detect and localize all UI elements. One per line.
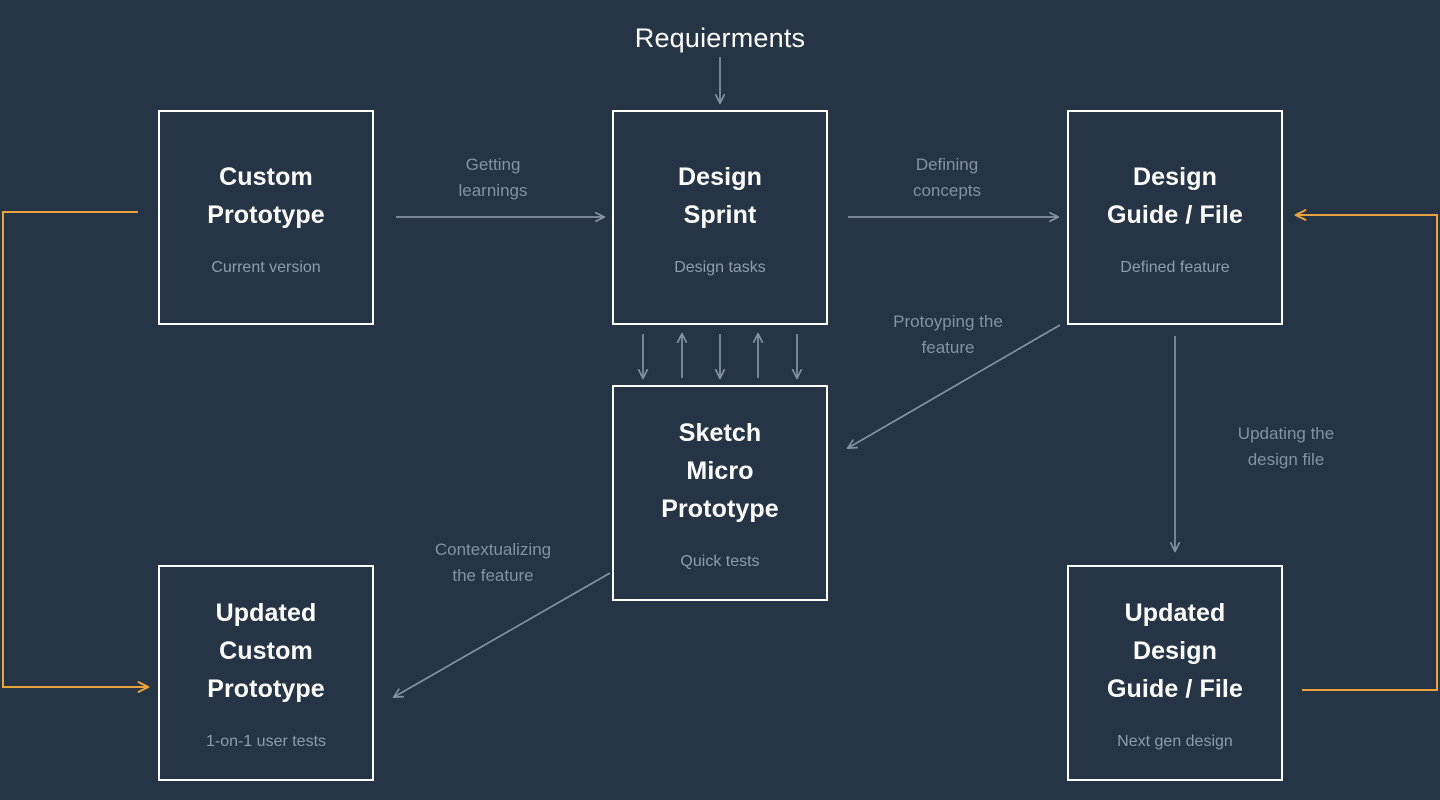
- arrow-sketch-to-updated-custom-prototype: [392, 572, 611, 699]
- edge-label-getting-learnings: Getting learnings: [458, 155, 528, 200]
- node-custom-prototype[interactable]: Custom Prototype Current version: [158, 110, 374, 325]
- node-title: Design Sprint: [678, 162, 762, 229]
- node-subtitle: Current version: [211, 258, 321, 276]
- edge-label-updating-the-design-file: Updating the design file: [1237, 424, 1335, 469]
- node-design-guide-file[interactable]: Design Guide / File Defined feature: [1067, 110, 1283, 325]
- edge-label-protoyping-the-feature: Protoyping the feature: [893, 312, 1003, 357]
- node-updated-design-guide-file[interactable]: Updated Design Guide / File Next gen des…: [1067, 565, 1283, 781]
- edge-label-defining-concepts: Defining concepts: [912, 155, 982, 200]
- edge-label-contextualizing-the-feature: Contextualizing the feature: [434, 540, 552, 585]
- node-subtitle: Defined feature: [1120, 258, 1230, 276]
- page-title: Requierments: [634, 23, 806, 53]
- node-design-sprint[interactable]: Design Sprint Design tasks: [612, 110, 828, 325]
- node-title: Updated Design Guide / File: [1107, 599, 1243, 703]
- node-subtitle: Next gen design: [1117, 733, 1233, 750]
- node-title: Updated Custom Prototype: [207, 599, 325, 703]
- node-subtitle: Quick tests: [680, 553, 760, 570]
- node-sketch-micro-prototype[interactable]: Sketch Micro Prototype Quick tests: [612, 385, 828, 601]
- node-title: Sketch Micro Prototype: [661, 419, 779, 523]
- arrows-design-sprint-sketch-exchange: [637, 332, 803, 380]
- node-title: Custom Prototype: [207, 162, 325, 229]
- node-updated-custom-prototype[interactable]: Updated Custom Prototype 1-on-1 user tes…: [158, 565, 374, 781]
- node-subtitle: Design tasks: [674, 258, 766, 276]
- node-title: Design Guide / File: [1107, 162, 1243, 229]
- arrow-loop-custom-prototype-to-updated: [2, 211, 150, 693]
- node-subtitle: 1-on-1 user tests: [205, 733, 327, 750]
